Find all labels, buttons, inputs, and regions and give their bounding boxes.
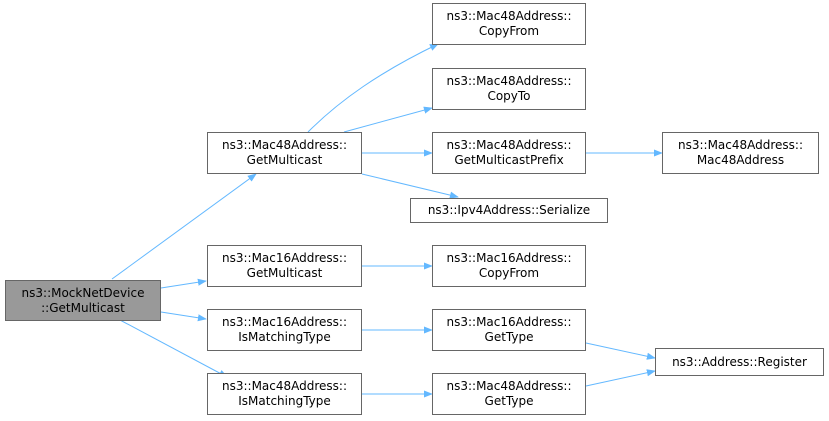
node-label-line2: GetMulticast [246, 153, 323, 167]
node-label-line1: ns3::Mac16Address:: [221, 315, 348, 329]
edge-mac48-getmulticast-to-copyfrom [307, 43, 439, 133]
node-mac48-ismatchingtype[interactable]: ns3::Mac48Address:: IsMatchingType [207, 373, 362, 415]
node-label-line2: IsMatchingType [238, 330, 331, 344]
edge-mac16-gettype-to-address-register [585, 342, 656, 360]
node-mac48-copyfrom[interactable]: ns3::Mac48Address:: CopyFrom [432, 3, 586, 45]
node-label-line2: CopyTo [487, 89, 531, 103]
node-label-line1: ns3::Mac48Address:: [446, 74, 572, 88]
node-ipv4-serialize[interactable]: ns3::Ipv4Address::Serialize [410, 198, 608, 223]
node-label-line1: ns3::Mac48Address:: [221, 138, 348, 152]
node-label-line1: ns3::Mac48Address:: [446, 9, 572, 23]
node-label-line2: GetType [484, 394, 534, 408]
node-mac48-gettype[interactable]: ns3::Mac48Address:: GetType [432, 373, 586, 415]
node-label-line1: ns3::Mac48Address:: [446, 138, 572, 152]
node-label-line2: IsMatchingType [238, 394, 331, 408]
edge-root-to-mac48-ismatchingtype [119, 319, 228, 378]
node-label-line1: ns3::Mac16Address:: [446, 251, 572, 265]
node-mac16-copyfrom[interactable]: ns3::Mac16Address:: CopyFrom [432, 245, 586, 287]
edge-mac48-gettype-to-address-register [585, 369, 656, 387]
node-label-line1: ns3::Address::Register [672, 354, 807, 369]
node-label-line1: ns3::MockNetDevice [21, 285, 145, 300]
node-label-line1: ns3::Mac48Address:: [446, 379, 572, 393]
node-mac48-getmulticastprefix[interactable]: ns3::Mac48Address:: GetMulticastPrefix [432, 132, 586, 174]
node-label-line1: ns3::Mac48Address:: [221, 379, 348, 393]
node-label-line1: ns3::Mac16Address:: [221, 251, 348, 265]
edge-root-to-mac48-getmulticast [111, 173, 257, 280]
node-label-line1: ns3::Ipv4Address::Serialize [427, 203, 591, 217]
node-label-line1: ns3::Mac16Address:: [446, 315, 572, 329]
edge-mac48-getmulticast-to-ipv4-serialize [361, 173, 459, 199]
node-mac16-ismatchingtype[interactable]: ns3::Mac16Address:: IsMatchingType [207, 309, 362, 351]
edge-root-to-mac16-getmulticast [160, 278, 207, 289]
node-mac48-mac48address[interactable]: ns3::Mac48Address:: Mac48Address [662, 132, 819, 174]
node-mac16-getmulticast[interactable]: ns3::Mac16Address:: GetMulticast [207, 245, 362, 287]
node-mac48-copyto[interactable]: ns3::Mac48Address:: CopyTo [432, 68, 586, 110]
node-label-line1: ns3::Mac48Address:: [677, 138, 804, 152]
node-label-line2: ::GetMulticast [41, 300, 125, 315]
node-label-line2: CopyFrom [478, 266, 540, 280]
node-mac16-gettype[interactable]: ns3::Mac16Address:: GetType [432, 309, 586, 351]
node-mocknetdevice-getmulticast: ns3::MockNetDevice ::GetMulticast [5, 280, 161, 321]
node-label-line2: GetType [484, 330, 534, 344]
edge-mac48-getmulticast-to-copyto [343, 106, 433, 133]
node-label-line2: GetMulticastPrefix [454, 153, 564, 167]
node-address-register[interactable]: ns3::Address::Register [655, 348, 824, 376]
node-label-line2: CopyFrom [478, 24, 540, 38]
edge-root-to-mac16-ismatchingtype [160, 311, 207, 322]
node-label-line2: GetMulticast [246, 266, 323, 280]
node-mac48-getmulticast[interactable]: ns3::Mac48Address:: GetMulticast [207, 132, 362, 174]
node-label-line2: Mac48Address [696, 153, 785, 167]
